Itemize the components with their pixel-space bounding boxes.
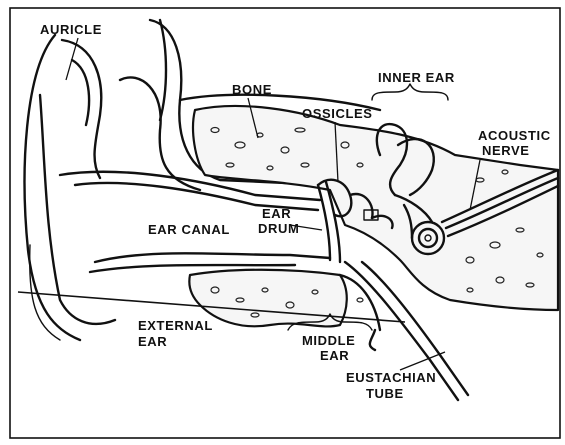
label-acoustic-1: ACOUSTIC bbox=[478, 128, 551, 143]
label-eustachian-1: EUSTACHIAN bbox=[346, 370, 436, 385]
label-ear-drum-2: DRUM bbox=[258, 221, 299, 236]
label-auricle: AURICLE bbox=[40, 22, 102, 37]
label-eustachian-2: TUBE bbox=[366, 386, 404, 401]
label-middle-2: EAR bbox=[320, 348, 349, 363]
eustachian-leader bbox=[400, 352, 445, 370]
label-inner-ear: INNER EAR bbox=[378, 70, 455, 85]
label-middle-1: MIDDLE bbox=[302, 333, 355, 348]
label-ear-drum-1: EAR bbox=[262, 206, 291, 221]
label-ossicles: OSSICLES bbox=[302, 106, 373, 121]
label-external-2: EAR bbox=[138, 334, 167, 349]
label-external-1: EXTERNAL bbox=[138, 318, 213, 333]
auricle-leader bbox=[66, 38, 78, 80]
label-ear-canal: EAR CANAL bbox=[148, 222, 230, 237]
inner-ear-bracket bbox=[372, 84, 448, 100]
label-acoustic-2: NERVE bbox=[482, 143, 530, 158]
label-bone: BONE bbox=[232, 82, 272, 97]
bone-region bbox=[120, 20, 558, 310]
